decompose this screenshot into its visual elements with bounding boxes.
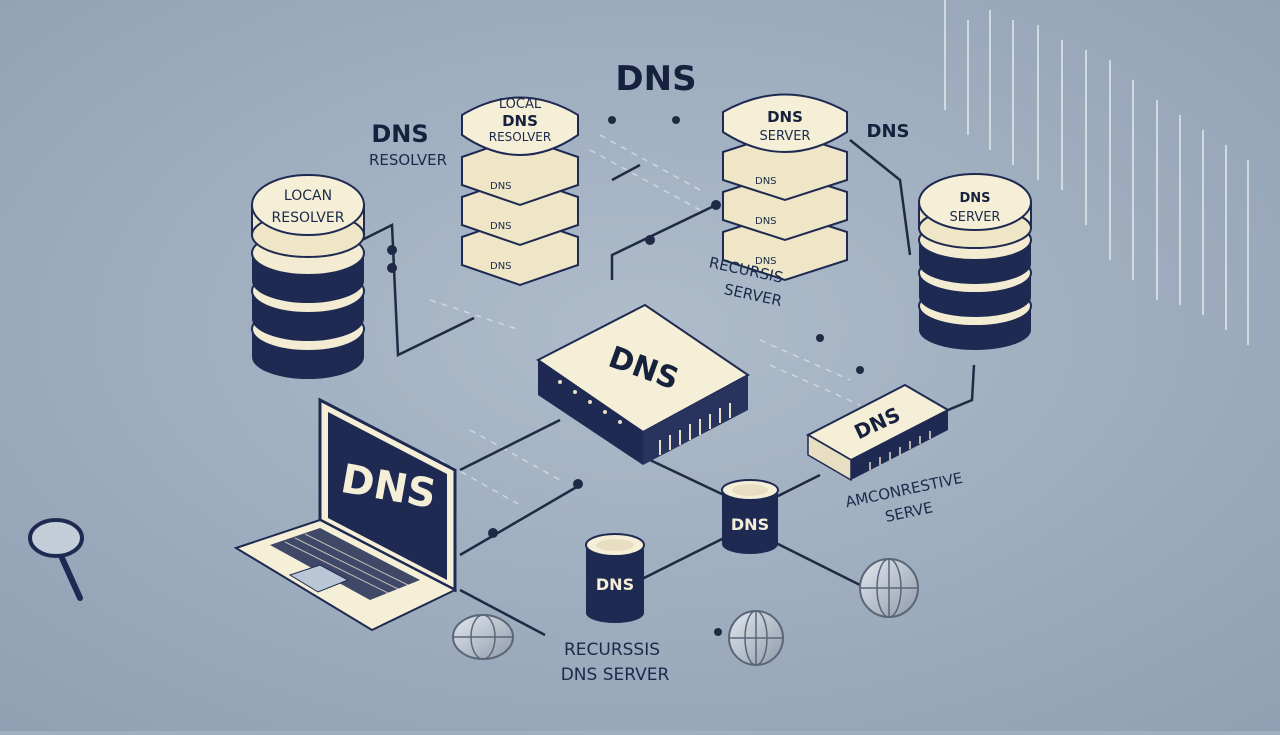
globe-icon <box>859 558 919 618</box>
local-dns-resolver-stack: DNS DNS DNS LOCAL DNS RESOLVER <box>461 96 579 287</box>
dns-server-center-line2: SERVER <box>760 129 811 144</box>
dns-cylinder-mid-label: DNS <box>731 515 769 534</box>
local-resolver-left-line1: LOCAN <box>284 188 332 204</box>
dns-server-disk-label-1: DNS <box>755 176 777 187</box>
decorative-lines <box>944 0 1249 345</box>
dns-cylinder-low-label: DNS <box>596 575 634 594</box>
local-dns-resolver-line3: RESOLVER <box>489 130 551 144</box>
dns-cylinder-low: DNS <box>585 533 645 623</box>
diagram-title: DNS <box>615 59 696 99</box>
local-dns-resolver-line1: LOCAL <box>499 97 542 112</box>
dashed-paths <box>429 134 861 506</box>
local-dns-disk-label-2: DNS <box>490 221 512 232</box>
globe-icon <box>728 610 784 666</box>
magnifier-icon <box>28 518 84 601</box>
central-router: DNS <box>536 303 750 465</box>
recursive-dns-label-2: DNS SERVER <box>561 665 670 685</box>
dns-server-right-stack: DNS SERVER <box>918 173 1032 350</box>
small-switch: DNS <box>805 383 951 482</box>
dns-resolver-label-bottom: RESOLVER <box>369 151 447 169</box>
dns-server-disk-label-3: DNS <box>755 256 777 267</box>
dns-right-label: DNS <box>867 121 910 142</box>
dns-cylinder-mid: DNS <box>721 479 779 554</box>
dns-server-center-stack: DNS DNS DNS DNS SERVER <box>722 93 848 282</box>
laptop: DNS <box>233 397 458 632</box>
local-resolver-left-stack: LOCAN RESOLVER <box>251 174 365 379</box>
dns-server-right-line1: DNS <box>959 191 990 206</box>
dns-resolver-label-top: DNS <box>371 120 428 148</box>
local-dns-disk-label-1: DNS <box>490 181 512 192</box>
local-dns-resolver-line2: DNS <box>502 112 538 130</box>
local-resolver-left-line2: RESOLVER <box>272 210 345 226</box>
dns-server-disk-label-2: DNS <box>755 216 777 227</box>
globe-icon <box>452 614 514 660</box>
recursive-dns-label-1: RECURSSIS <box>564 640 660 660</box>
connection-nodes <box>387 116 864 636</box>
dns-server-right-line2: SERVER <box>950 210 1001 225</box>
dns-server-center-line1: DNS <box>767 108 803 126</box>
local-dns-disk-label-3: DNS <box>490 261 512 272</box>
